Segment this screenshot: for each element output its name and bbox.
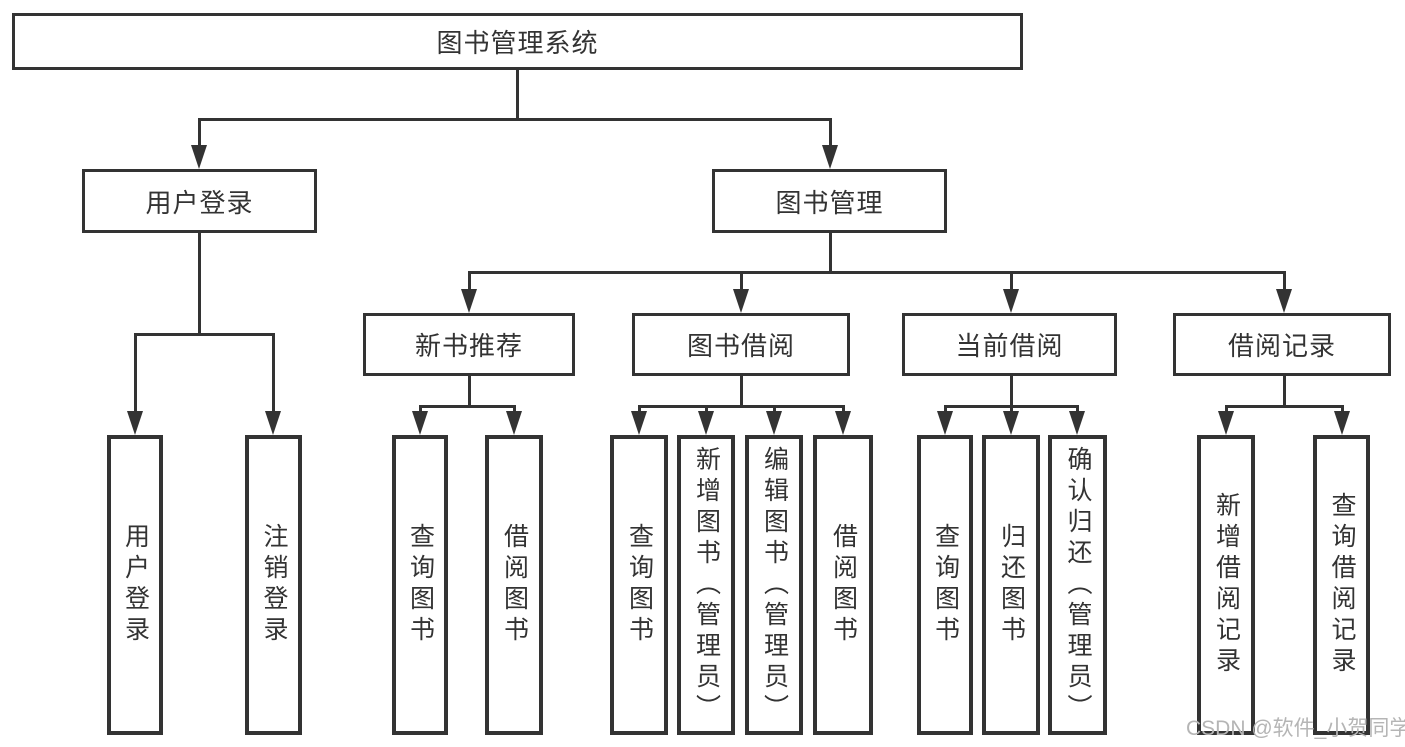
arrow-down-icon	[265, 411, 281, 435]
arrow-down-icon	[191, 145, 207, 169]
connector-vline	[467, 376, 471, 406]
arrow-down-icon	[1218, 411, 1234, 435]
arrow-down-icon	[1003, 289, 1019, 313]
arrow-down-icon	[1003, 411, 1019, 435]
connector-arrow-line	[828, 117, 832, 162]
leaf-add-record-label: 新增借阅记录	[1212, 492, 1241, 678]
leaf-edit-book-label: 编辑图书（管理员）	[760, 445, 789, 725]
arrow-down-icon	[506, 411, 522, 435]
connector-arrow-line	[467, 270, 471, 306]
leaf-edit-book: 编辑图书（管理员）	[745, 435, 803, 735]
arrow-down-icon	[835, 411, 851, 435]
connector-vline	[1282, 376, 1286, 406]
connector-hline	[197, 117, 832, 121]
leaf-logout: 注销登录	[245, 435, 302, 735]
node-new-book-recommend: 新书推荐	[363, 313, 575, 376]
leaf-query-record: 查询借阅记录	[1313, 435, 1370, 735]
arrow-down-icon	[766, 411, 782, 435]
leaf-query-book-3-label: 查询图书	[931, 523, 960, 647]
arrow-down-icon	[937, 411, 953, 435]
connector-hline	[467, 270, 1286, 274]
node-user-login: 用户登录	[82, 169, 317, 233]
connector-vline	[828, 233, 832, 272]
connector-hline	[637, 404, 845, 408]
connector-arrow-line	[1282, 270, 1286, 306]
leaf-query-record-label: 查询借阅记录	[1328, 492, 1356, 678]
node-current-borrow: 当前借阅	[902, 313, 1117, 376]
leaf-user-login-label: 用户登录	[121, 523, 150, 647]
node-borrow-records: 借阅记录	[1173, 313, 1391, 376]
node-new-book-recommend-label: 新书推荐	[414, 331, 523, 361]
node-user-login-label: 用户登录	[145, 187, 254, 218]
arrow-down-icon	[1069, 411, 1085, 435]
node-book-management: 图书管理	[712, 169, 947, 233]
leaf-add-record: 新增借阅记录	[1197, 435, 1255, 735]
connector-hline	[133, 332, 275, 336]
node-book-borrow-label: 图书借阅	[686, 331, 795, 361]
connector-arrow-line	[739, 270, 743, 306]
leaf-add-book-label: 新增图书（管理员）	[692, 445, 721, 725]
arrow-down-icon	[822, 145, 838, 169]
leaf-query-book-1: 查询图书	[392, 435, 448, 735]
leaf-add-book: 新增图书（管理员）	[677, 435, 735, 735]
leaf-borrow-book-1-label: 借阅图书	[500, 523, 529, 647]
leaf-user-login: 用户登录	[107, 435, 163, 735]
node-current-borrow-label: 当前借阅	[955, 331, 1064, 361]
leaf-borrow-book-1: 借阅图书	[485, 435, 543, 735]
connector-vline	[739, 376, 743, 406]
arrow-down-icon	[631, 411, 647, 435]
leaf-query-book-3: 查询图书	[917, 435, 973, 735]
connector-arrow-line	[1009, 270, 1013, 306]
node-root-label: 图书管理系统	[436, 28, 599, 58]
leaf-query-book-1-label: 查询图书	[406, 523, 435, 647]
arrow-down-icon	[698, 411, 714, 435]
arrow-down-icon	[127, 411, 143, 435]
connector-hline	[418, 404, 516, 408]
arrow-down-icon	[412, 411, 428, 435]
leaf-borrow-book-2: 借阅图书	[813, 435, 873, 735]
watermark-text: CSDN @软件_小贺同学	[1186, 717, 1405, 740]
leaf-confirm-return: 确认归还（管理员）	[1048, 435, 1107, 735]
node-borrow-records-label: 借阅记录	[1227, 331, 1336, 361]
connector-arrow-line	[197, 117, 201, 162]
leaf-return-book: 归还图书	[982, 435, 1040, 735]
leaf-query-book-2-label: 查询图书	[625, 523, 654, 647]
arrow-down-icon	[1276, 289, 1292, 313]
connector-vline	[515, 70, 519, 119]
leaf-borrow-book-2-label: 借阅图书	[829, 523, 858, 647]
node-book-management-label: 图书管理	[775, 187, 884, 218]
connector-arrow-line	[133, 332, 137, 428]
connector-vline	[197, 233, 201, 334]
node-root: 图书管理系统	[12, 13, 1023, 70]
arrow-down-icon	[733, 289, 749, 313]
connector-hline	[1224, 404, 1344, 408]
leaf-confirm-return-label: 确认归还（管理员）	[1064, 445, 1092, 725]
leaf-return-book-label: 归还图书	[997, 523, 1026, 647]
node-book-borrow: 图书借阅	[632, 313, 850, 376]
connector-vline	[1009, 376, 1013, 406]
arrow-down-icon	[461, 289, 477, 313]
leaf-query-book-2: 查询图书	[610, 435, 668, 735]
leaf-logout-label: 注销登录	[260, 523, 288, 647]
connector-arrow-line	[271, 332, 275, 428]
arrow-down-icon	[1334, 411, 1350, 435]
